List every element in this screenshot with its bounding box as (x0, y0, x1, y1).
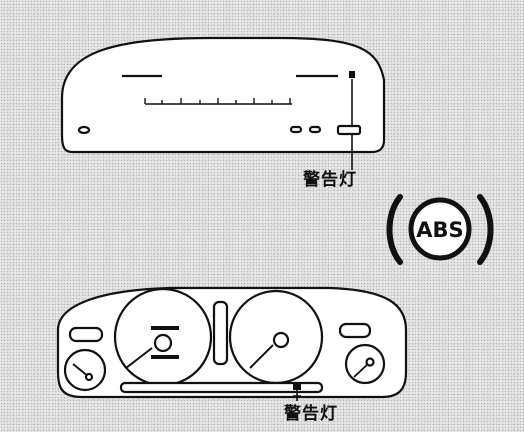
left-side-button (68, 326, 104, 343)
abs-warning-symbol (386, 194, 494, 265)
ruler-ticks (144, 98, 291, 104)
left-main-pivot (153, 333, 173, 353)
right-main-pivot (272, 331, 290, 349)
center-vertical-gauge (212, 300, 229, 366)
abs-circle (408, 197, 472, 261)
abs-right-bracket (477, 194, 494, 265)
left-main-needle (125, 347, 153, 369)
upper-warning-light-slot (336, 124, 362, 136)
left-gauge-upper-bar (151, 326, 179, 330)
right-small-needle (353, 362, 370, 378)
upper-cluster-outline (60, 36, 386, 154)
upper-instrument-cluster (60, 36, 386, 170)
upper-warning-light-mark (349, 71, 355, 78)
abs-text: ABS (416, 218, 463, 242)
left-indicator-lamp (77, 125, 91, 135)
lower-instrument-cluster (56, 286, 408, 401)
left-gauge-lower-bar (151, 355, 179, 359)
right-side-button (338, 322, 372, 339)
left-small-pivot (84, 372, 94, 382)
right-small-pivot (365, 357, 375, 367)
lower-warning-light-label: 警告灯 (284, 404, 338, 424)
abs-left-bracket (386, 194, 403, 265)
right-main-needle (249, 344, 274, 369)
warning-light-strip (119, 381, 324, 394)
right-small-gauge (344, 343, 386, 385)
indicator-lamp-1 (289, 125, 303, 134)
upper-warning-light-label: 警告灯 (303, 170, 357, 190)
indicator-lamp-2 (308, 125, 322, 134)
left-small-gauge (63, 348, 107, 392)
